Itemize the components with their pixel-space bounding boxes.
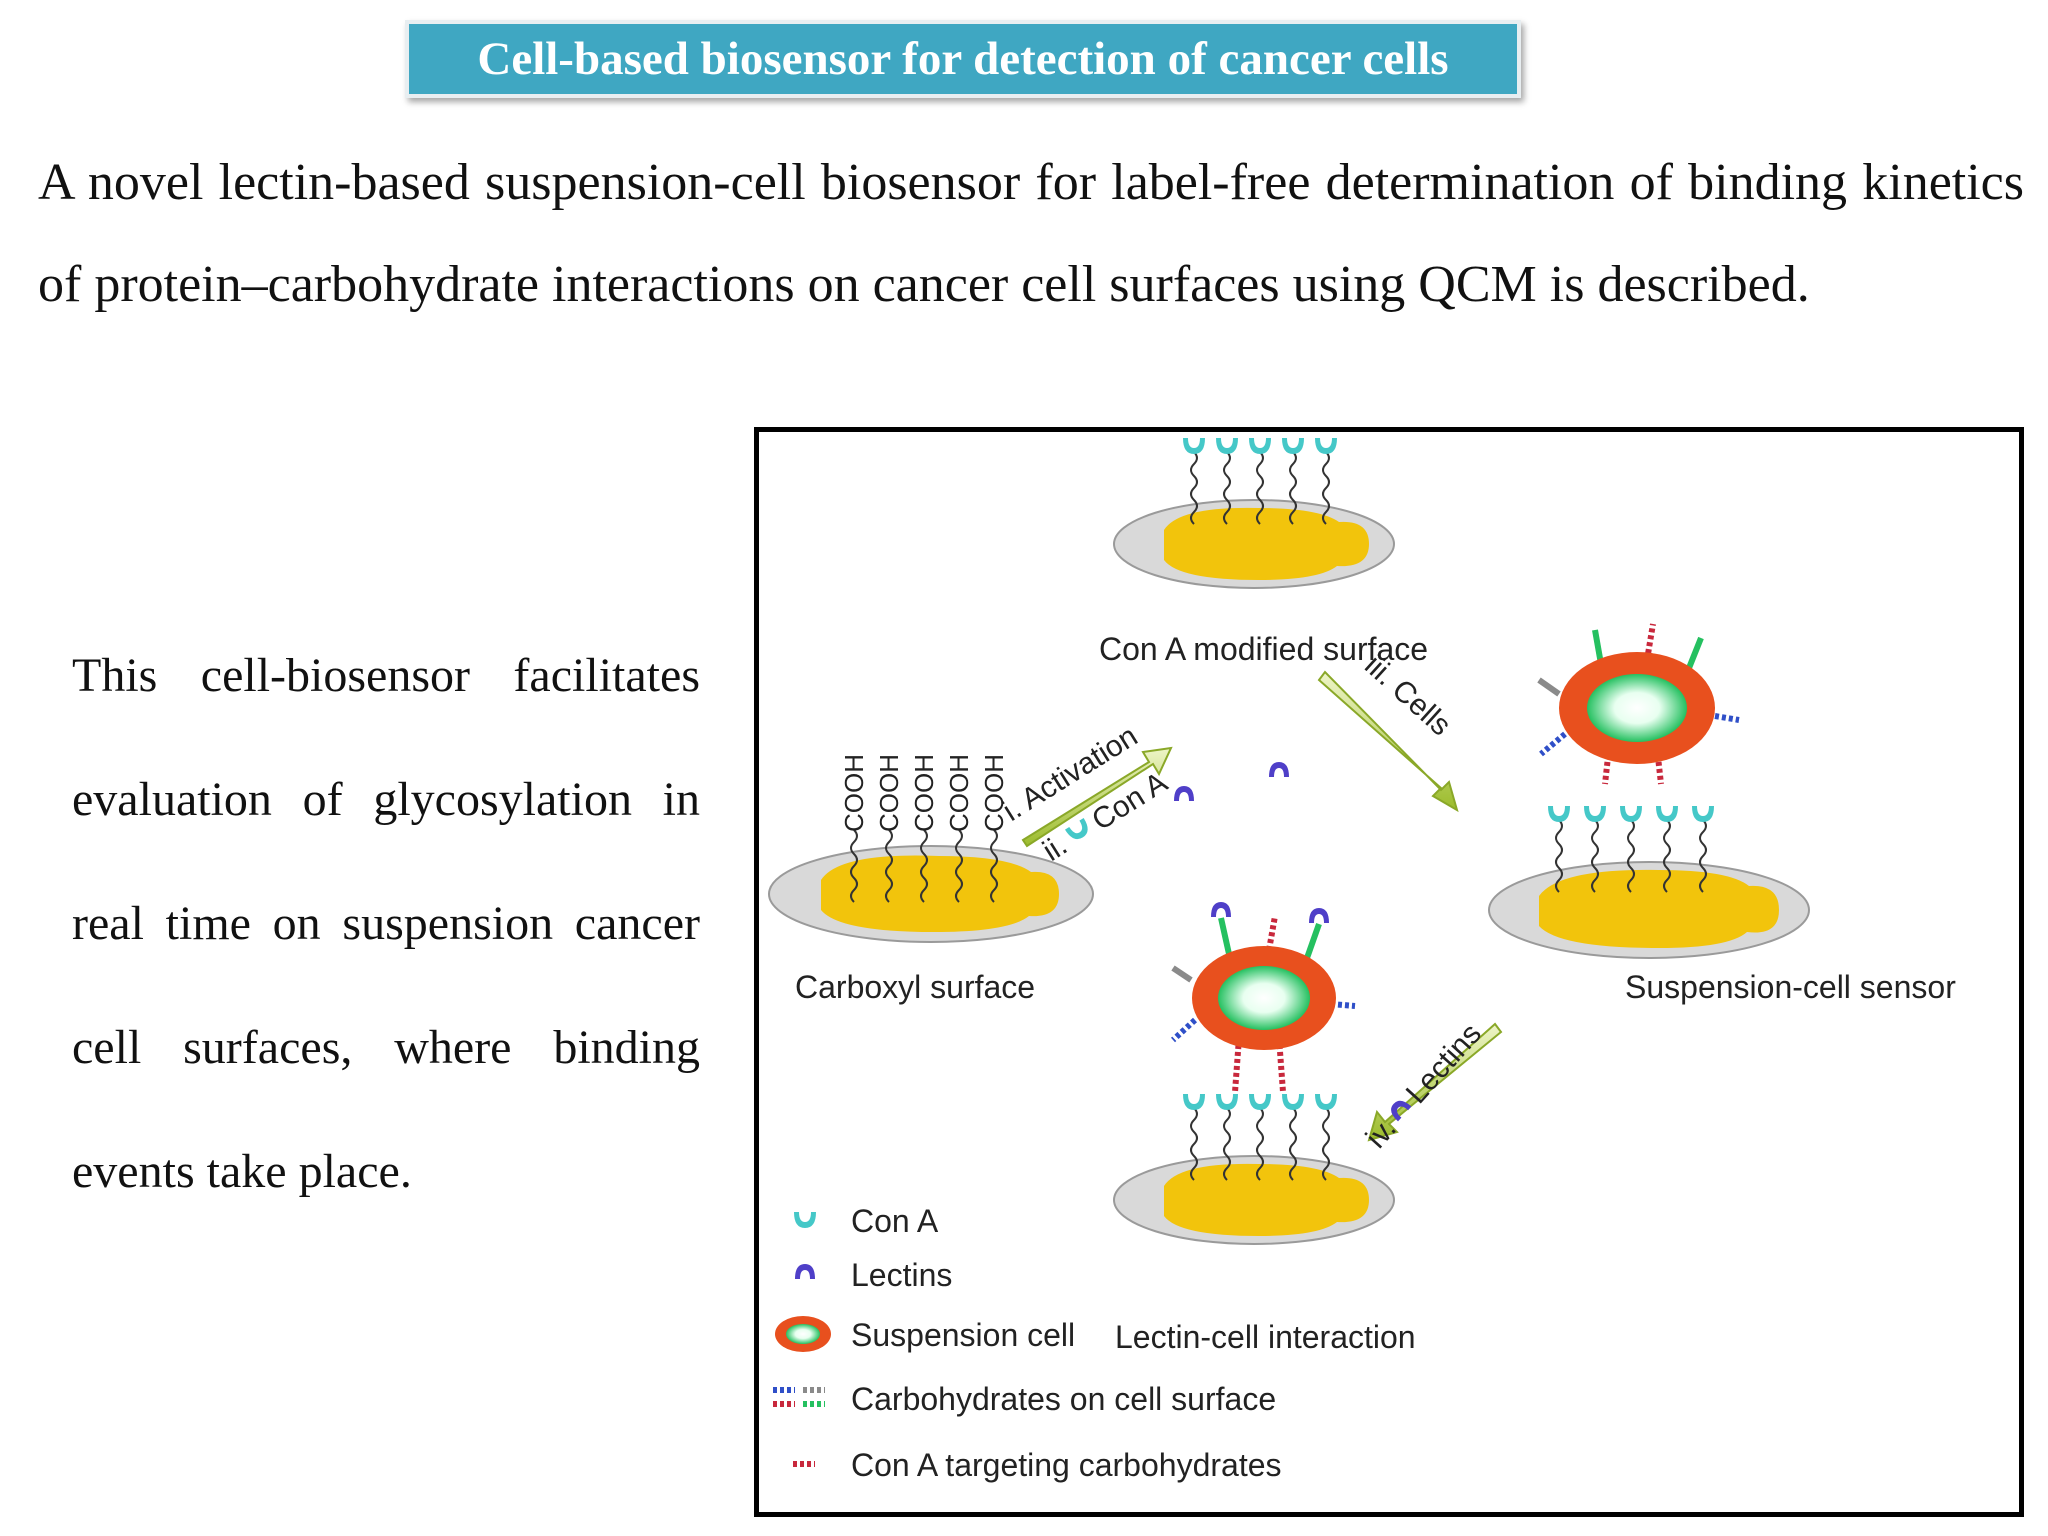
cona-icon (1282, 1094, 1304, 1110)
interaction-label: Lectin-cell interaction (1115, 1319, 1416, 1355)
legend-carbohydrates-label: Carbohydrates on cell surface (851, 1381, 1276, 1417)
carboxyl-surface-disk (768, 845, 1094, 943)
cooh-chains: COOH COOH COOH COOH COOH (839, 754, 1009, 903)
cooh-label: COOH (874, 754, 904, 832)
cona-icon (1282, 438, 1304, 454)
cona-icon (1692, 806, 1714, 822)
side-paragraph: This cell-biosensor facilitates evaluati… (72, 649, 700, 1198)
cona-icon (1548, 806, 1570, 822)
interaction-cell (1170, 902, 1356, 1093)
cona-icon (1315, 438, 1337, 454)
free-lectin-icon (1269, 762, 1289, 777)
cona-surface-disk (1113, 499, 1395, 589)
legend-cona-icon (794, 1212, 816, 1228)
intro-paragraph: A novel lectin-based suspension-cell bio… (38, 154, 2024, 313)
suspension-cell (1537, 623, 1740, 785)
cooh-label: COOH (909, 754, 939, 832)
legend-cona-label: Con A (851, 1203, 939, 1239)
cona-icon (1183, 438, 1205, 454)
cona-icon (1249, 438, 1271, 454)
sensor-label: Suspension-cell sensor (1625, 969, 1956, 1005)
cona-icon (1620, 806, 1642, 822)
interaction-disk (1113, 1155, 1395, 1245)
bound-lectin-icon (1309, 908, 1329, 923)
cona-icon (1183, 1094, 1205, 1110)
cona-icon (1315, 1094, 1337, 1110)
slide-title: Cell-based biosensor for detection of ca… (405, 20, 1521, 98)
legend-cell-icon (775, 1316, 831, 1352)
cona-icon (1064, 818, 1093, 844)
legend: Con A Lectins Suspension cell Carbohydra… (773, 1203, 1282, 1483)
cona-icon (1216, 438, 1238, 454)
free-lectin-icon (1174, 786, 1194, 801)
legend-targeting-label: Con A targeting carbohydrates (851, 1447, 1282, 1483)
arrow-activation (1021, 746, 1173, 848)
cooh-label: COOH (839, 754, 869, 832)
sensor-disk (1488, 861, 1810, 959)
cona-icon (1216, 1094, 1238, 1110)
legend-cell-label: Suspension cell (851, 1317, 1075, 1353)
biosensor-figure: COOH COOH COOH COOH COOH Carboxyl surfac… (754, 427, 2024, 1517)
legend-lectin-icon (795, 1264, 815, 1279)
cona-icon (1249, 1094, 1271, 1110)
cona-icon (1584, 806, 1606, 822)
biosensor-diagram: COOH COOH COOH COOH COOH Carboxyl surfac… (768, 438, 1956, 1483)
carboxyl-surface-label: Carboxyl surface (795, 969, 1035, 1005)
cona-icon (1656, 806, 1678, 822)
cooh-label: COOH (979, 754, 1009, 832)
arrow-cells (1317, 670, 1459, 813)
bound-lectin-icon (1211, 902, 1231, 917)
arrow-lectins (1367, 1022, 1503, 1142)
step-lectins-label: Lectins (1400, 1017, 1488, 1110)
legend-lectins-label: Lectins (851, 1257, 952, 1293)
cooh-label: COOH (944, 754, 974, 832)
cona-modified-label: Con A modified surface (1099, 631, 1428, 667)
legend-carbohydrates-icon (773, 1387, 825, 1407)
